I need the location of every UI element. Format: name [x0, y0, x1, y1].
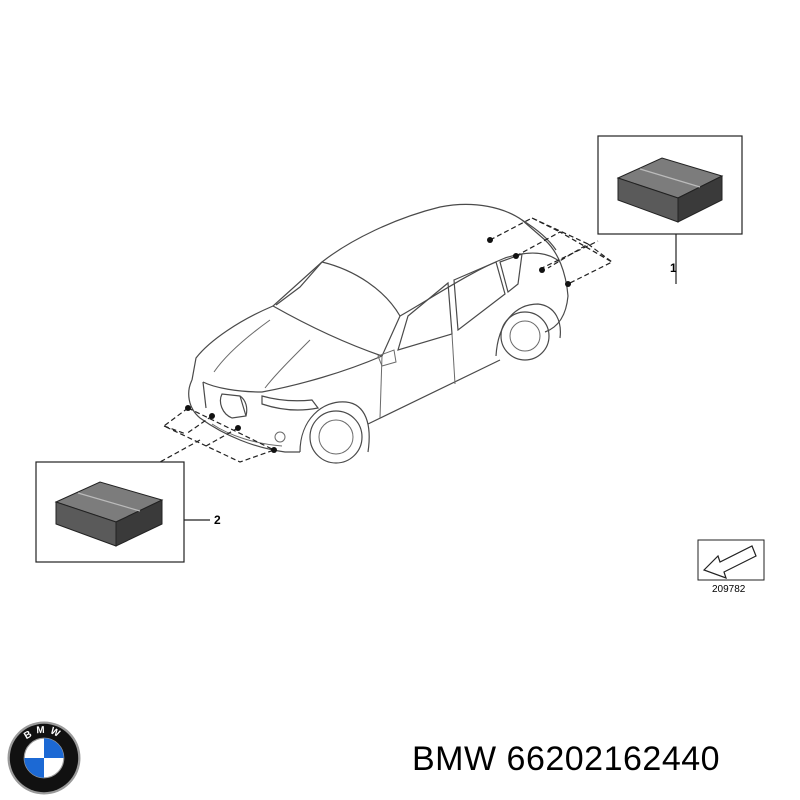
part-1-frame: 1 — [597, 135, 743, 284]
callout-2: 2 — [214, 513, 221, 527]
part-caption: BMW 66202162440 — [412, 740, 720, 779]
caption-brand: BMW — [412, 740, 497, 778]
bmw-logo: BMW — [7, 721, 81, 795]
rear-sensor-leaders — [487, 217, 614, 287]
callout-1: 1 — [670, 261, 677, 275]
caption-part-number: 66202162440 — [506, 740, 721, 778]
car-outline — [188, 203, 569, 464]
part-2-box-icon — [54, 481, 164, 547]
reference-stamp: 209782 — [697, 539, 765, 595]
reference-number: 209782 — [712, 584, 746, 595]
part-1-box-icon — [616, 157, 724, 223]
reference-arrow-icon — [702, 545, 757, 579]
part-2-frame: 2 — [35, 461, 221, 563]
front-sensor-leaders — [159, 405, 277, 463]
